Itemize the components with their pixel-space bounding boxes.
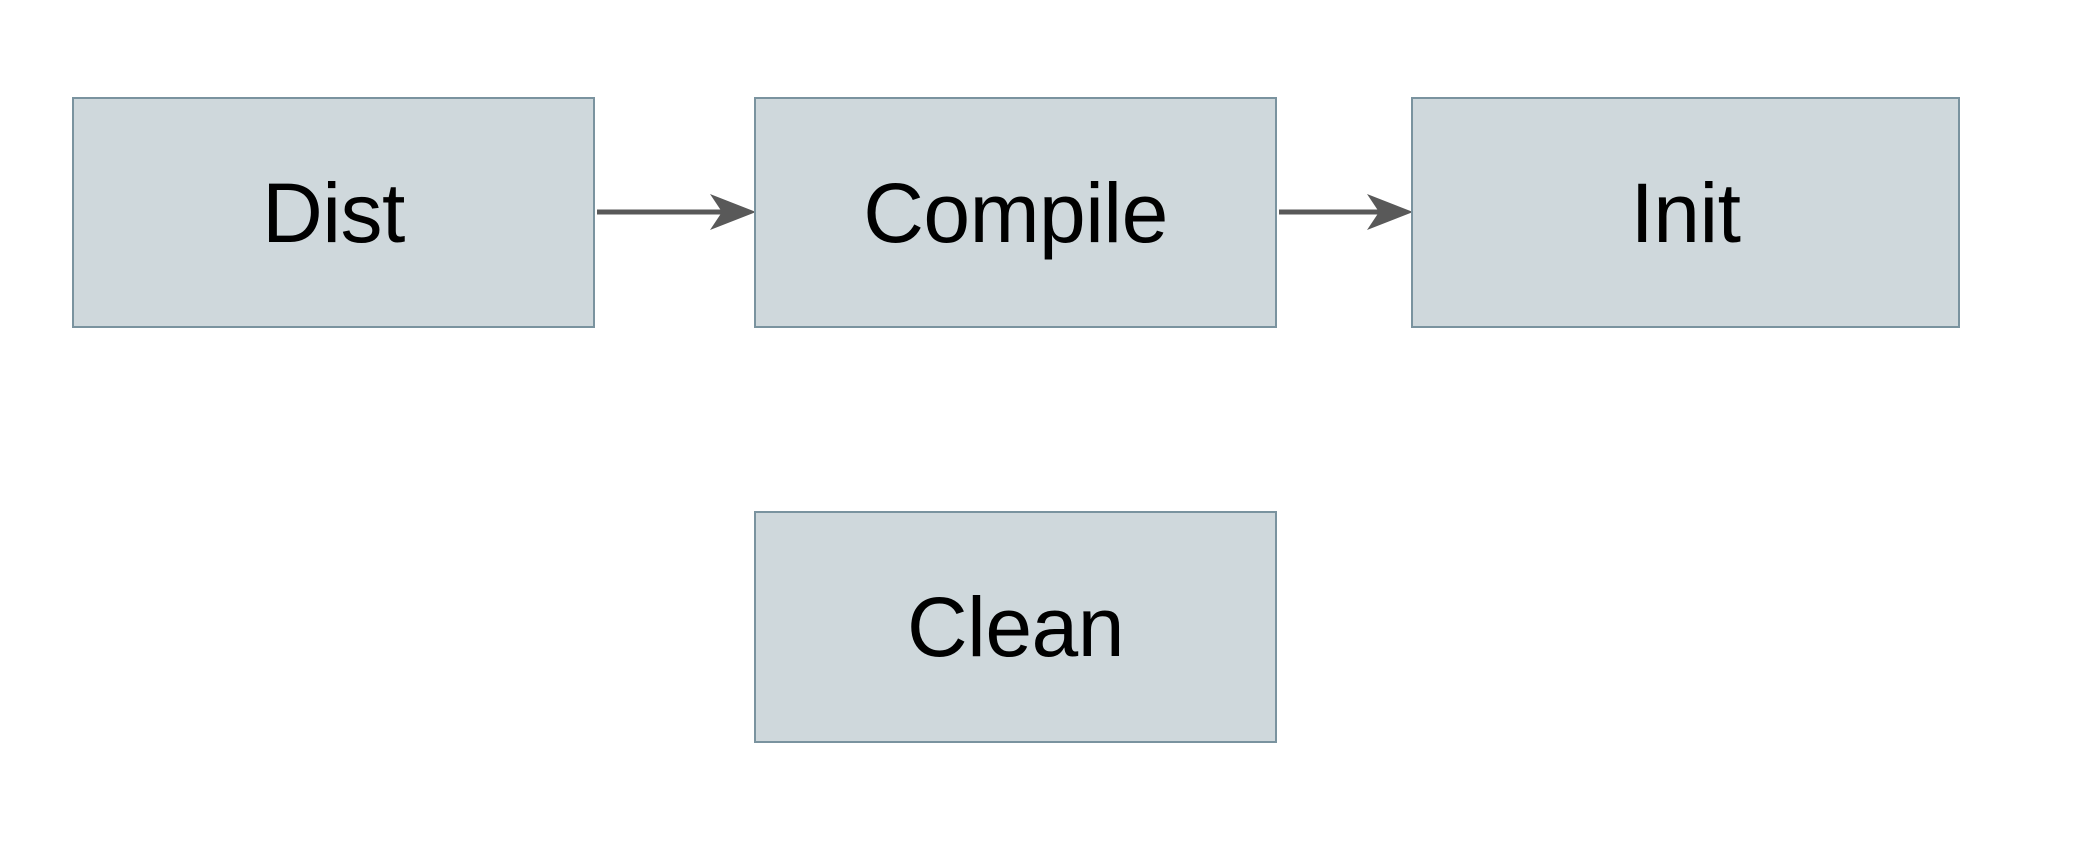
node-label: Init	[1630, 165, 1741, 260]
node-compile[interactable]: Compile	[754, 97, 1277, 328]
node-label: Compile	[863, 165, 1168, 260]
node-clean[interactable]: Clean	[754, 511, 1277, 743]
node-label: Clean	[907, 580, 1124, 674]
edge-dist-to-compile[interactable]	[597, 194, 756, 230]
arrowhead-icon	[710, 194, 756, 230]
arrowhead-icon	[1367, 194, 1413, 230]
node-dist[interactable]: Dist	[72, 97, 595, 328]
edge-compile-to-init[interactable]	[1279, 194, 1413, 230]
node-label: Dist	[262, 165, 405, 260]
node-init[interactable]: Init	[1411, 97, 1960, 328]
